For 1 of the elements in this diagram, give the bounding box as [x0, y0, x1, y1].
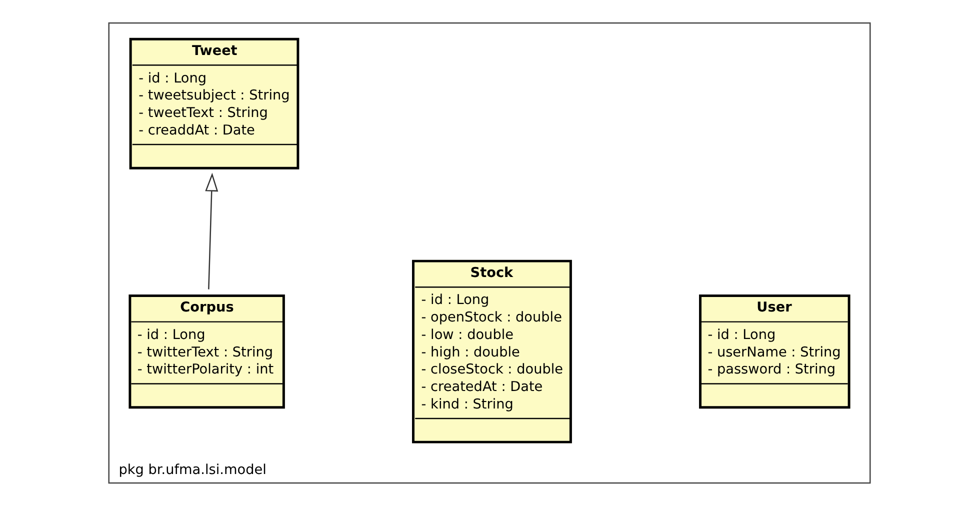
arrow	[204, 172, 218, 290]
